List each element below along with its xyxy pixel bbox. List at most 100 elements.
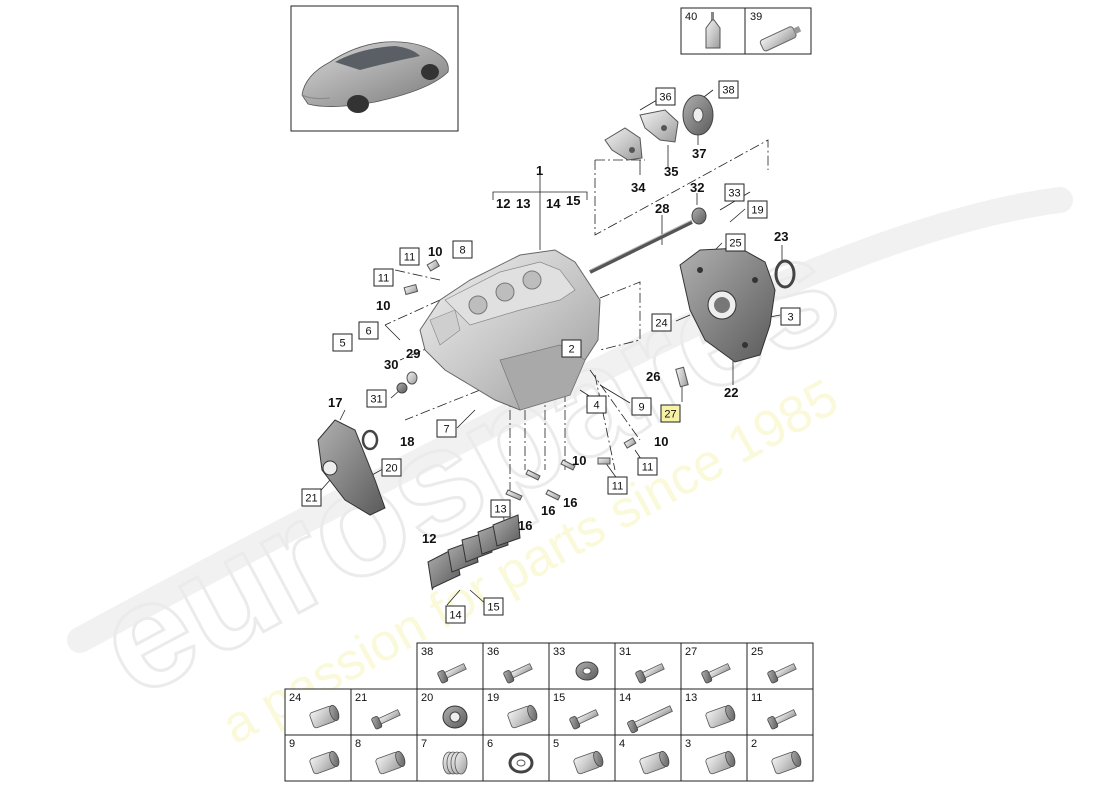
boxed-callout-7[interactable]: 7 <box>436 419 457 438</box>
parts-table-cell-6[interactable]: 6 <box>487 738 534 774</box>
boxed-callout-6[interactable]: 6 <box>358 321 379 340</box>
callout-15[interactable]: 15 <box>566 193 580 208</box>
parts-table-cell-4[interactable]: 4 <box>619 738 671 775</box>
callout-28[interactable]: 28 <box>655 201 669 216</box>
parts-table-cell-19[interactable]: 19 <box>487 692 539 729</box>
seal-ring-23[interactable] <box>774 259 796 289</box>
part-thumbnail-icon <box>437 663 467 684</box>
boxed-callout-15[interactable]: 15 <box>483 597 504 616</box>
boxed-callout-14[interactable]: 14 <box>445 605 466 624</box>
parts-table-cell-25[interactable]: 25 <box>751 646 798 684</box>
callout-23[interactable]: 23 <box>774 229 788 244</box>
vehicle-thumbnail[interactable] <box>290 5 459 132</box>
callout-10[interactable]: 10 <box>376 298 390 313</box>
parts-table-cell-36[interactable]: 36 <box>487 646 534 684</box>
bracket-34[interactable] <box>604 127 643 161</box>
boxed-callout-11[interactable]: 11 <box>399 247 420 266</box>
callout-14[interactable]: 14 <box>546 196 561 211</box>
boxed-callout-11[interactable]: 11 <box>373 268 394 287</box>
parts-table-cell-8[interactable]: 8 <box>355 738 407 775</box>
parts-table-cell-38[interactable]: 38 <box>421 646 468 684</box>
parts-table-cell-5[interactable]: 5 <box>553 738 605 775</box>
sealant-bottle-icon <box>705 12 721 49</box>
seal-ring-18[interactable] <box>361 429 379 451</box>
gear-wheel-37[interactable] <box>682 94 714 136</box>
callout-18[interactable]: 18 <box>400 434 414 449</box>
callout-16[interactable]: 16 <box>563 495 577 510</box>
bolt-10-right[interactable] <box>597 437 637 465</box>
callout-30[interactable]: 30 <box>384 357 398 372</box>
bolt-10-left-upper[interactable] <box>426 259 441 272</box>
parts-table-cell-21[interactable]: 21 <box>355 692 402 730</box>
parts-table-cell-20[interactable]: 20 <box>421 692 468 729</box>
boxed-callout-38[interactable]: 38 <box>718 80 739 99</box>
top-table-num: 40 <box>685 11 697 23</box>
callout-22[interactable]: 22 <box>724 385 738 400</box>
callout-13[interactable]: 13 <box>516 196 530 211</box>
callout-1[interactable]: 1 <box>536 163 543 178</box>
boxed-callout-21[interactable]: 21 <box>301 488 322 507</box>
parts-table-cell-2[interactable]: 2 <box>751 738 803 775</box>
oil-pump-shaft[interactable] <box>589 219 693 274</box>
part-thumbnail-icon <box>705 750 736 775</box>
boxed-callout-31[interactable]: 31 <box>366 389 387 408</box>
callout-37[interactable]: 37 <box>692 146 706 161</box>
part-thumbnail-icon <box>309 750 340 775</box>
boxed-callout-24[interactable]: 24 <box>651 313 672 332</box>
bolt-10-left-lower[interactable] <box>403 283 419 296</box>
boxed-callout-3[interactable]: 3 <box>780 307 801 326</box>
boxed-callout-25[interactable]: 25 <box>725 233 746 252</box>
plug-29-30[interactable] <box>396 371 418 394</box>
parts-table-cell-31[interactable]: 31 <box>619 646 666 684</box>
boxed-callout-33[interactable]: 33 <box>724 183 745 202</box>
callout-32[interactable]: 32 <box>690 180 704 195</box>
parts-table-cell-15[interactable]: 15 <box>553 692 600 730</box>
parts-table-cell-13[interactable]: 13 <box>685 692 737 729</box>
boxed-callout-4[interactable]: 4 <box>586 395 607 414</box>
timing-cover-22[interactable] <box>679 247 776 363</box>
parts-table-cell-33[interactable]: 33 <box>553 646 599 681</box>
parts-table-cell-7[interactable]: 7 <box>421 738 468 775</box>
plug-32[interactable] <box>691 207 707 225</box>
callout-10[interactable]: 10 <box>654 434 668 449</box>
boxed-callout-label: 11 <box>612 481 623 493</box>
bolts-16[interactable] <box>505 459 576 501</box>
callout-16[interactable]: 16 <box>518 518 532 533</box>
callout-12[interactable]: 12 <box>496 196 510 211</box>
bolt-26[interactable] <box>675 366 689 388</box>
crankcase-block[interactable] <box>419 249 601 411</box>
boxed-callout-20[interactable]: 20 <box>381 458 402 477</box>
parts-table-cell-3[interactable]: 3 <box>685 738 737 775</box>
bearing-shells-12[interactable] <box>427 514 521 589</box>
parts-table-cell-9[interactable]: 9 <box>289 738 341 775</box>
parts-table-cell-14[interactable]: 14 <box>619 692 674 734</box>
callout-26[interactable]: 26 <box>646 369 660 384</box>
parts-table-number: 19 <box>487 692 499 704</box>
callout-34[interactable]: 34 <box>631 180 646 195</box>
boxed-callout-11[interactable]: 11 <box>637 457 658 476</box>
boxed-callout-2[interactable]: 2 <box>561 339 582 358</box>
boxed-callout-11[interactable]: 11 <box>607 476 628 495</box>
callout-16[interactable]: 16 <box>541 503 555 518</box>
boxed-callout-5[interactable]: 5 <box>332 333 353 352</box>
bracket-35[interactable] <box>639 109 679 143</box>
parts-table-cell-24[interactable]: 24 <box>289 692 341 729</box>
boxed-callout-19[interactable]: 19 <box>747 200 768 219</box>
parts-table-cell-11[interactable]: 11 <box>751 692 798 730</box>
boxed-callout-label: 11 <box>378 273 389 285</box>
boxed-callout-label: 19 <box>751 205 763 217</box>
callout-12[interactable]: 12 <box>422 531 436 546</box>
callout-29[interactable]: 29 <box>406 346 420 361</box>
callout-35[interactable]: 35 <box>664 164 678 179</box>
parts-table-cell-27[interactable]: 27 <box>685 646 732 684</box>
callout-10[interactable]: 10 <box>572 453 586 468</box>
boxed-callout-36[interactable]: 36 <box>655 87 676 106</box>
boxed-callout-9[interactable]: 9 <box>631 397 652 416</box>
callout-17[interactable]: 17 <box>328 395 342 410</box>
boxed-callout-27[interactable]: 27 <box>660 404 681 423</box>
callout-10[interactable]: 10 <box>428 244 442 259</box>
part-thumbnail-icon <box>767 709 797 730</box>
rear-cover-17[interactable] <box>317 419 386 516</box>
boxed-callout-8[interactable]: 8 <box>452 240 473 259</box>
boxed-callout-13[interactable]: 13 <box>490 499 511 518</box>
